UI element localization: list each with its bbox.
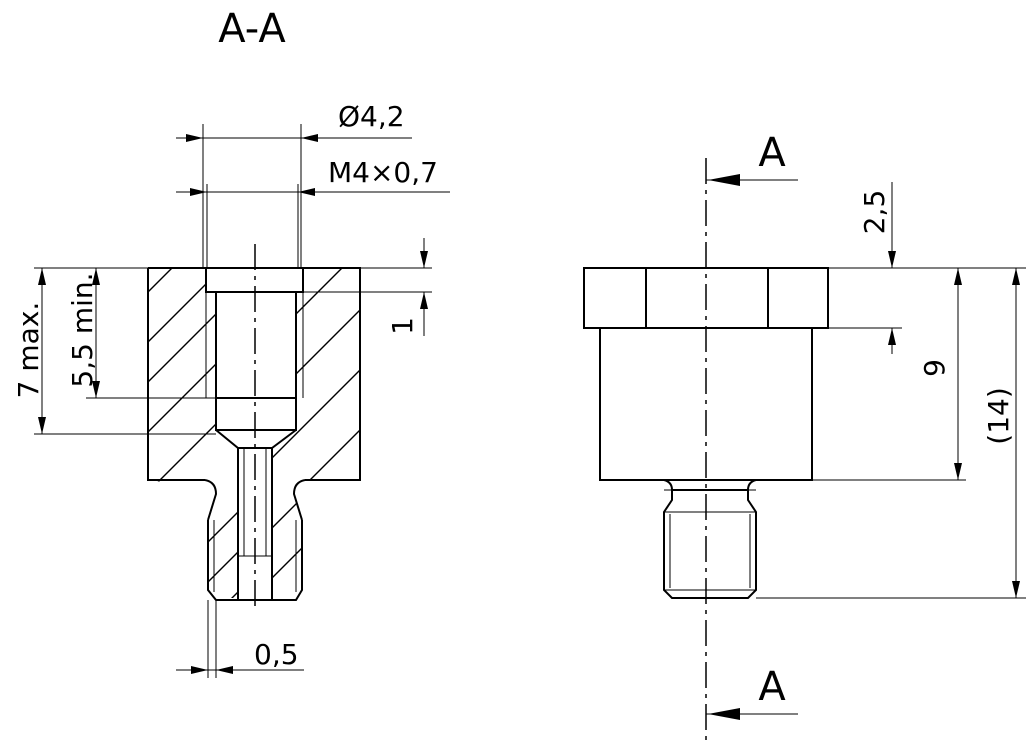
bore-diameter-label: Ø4,2: [338, 100, 405, 133]
cut-marker-bottom: A: [706, 664, 798, 720]
cut-label-top: A: [758, 130, 786, 176]
thread-depth-max-label: 7 max.: [12, 302, 45, 399]
cut-label-bottom: A: [758, 664, 786, 710]
cut-marker-top: A: [706, 130, 798, 186]
body-height-label: 9: [918, 359, 951, 377]
section-outline: [147, 244, 361, 612]
overall-length-label: (14): [982, 387, 1015, 444]
dim-body-height: 9: [812, 267, 1026, 481]
dim-diameter: Ø4,2: [176, 100, 412, 268]
dim-overall-length: (14): [756, 268, 1026, 599]
thread-label: M4×0,7: [328, 156, 438, 189]
chamfer-depth-label: 1: [386, 317, 419, 335]
hex-height-label: 2,5: [858, 190, 891, 235]
dim-hex-height: 2,5: [812, 182, 902, 354]
side-view: [583, 158, 829, 741]
dim-thread-depth-max: 7 max.: [12, 267, 216, 435]
undercut-label: 0,5: [254, 638, 299, 671]
section-title: A-A: [218, 6, 286, 52]
dim-full-thread-min: 5,5 min.: [66, 268, 216, 399]
full-thread-min-label: 5,5 min.: [66, 272, 99, 387]
dim-thread: M4×0,7: [176, 156, 450, 268]
dim-chamfer-depth: 1: [303, 238, 432, 336]
dim-undercut: 0,5: [176, 600, 304, 678]
